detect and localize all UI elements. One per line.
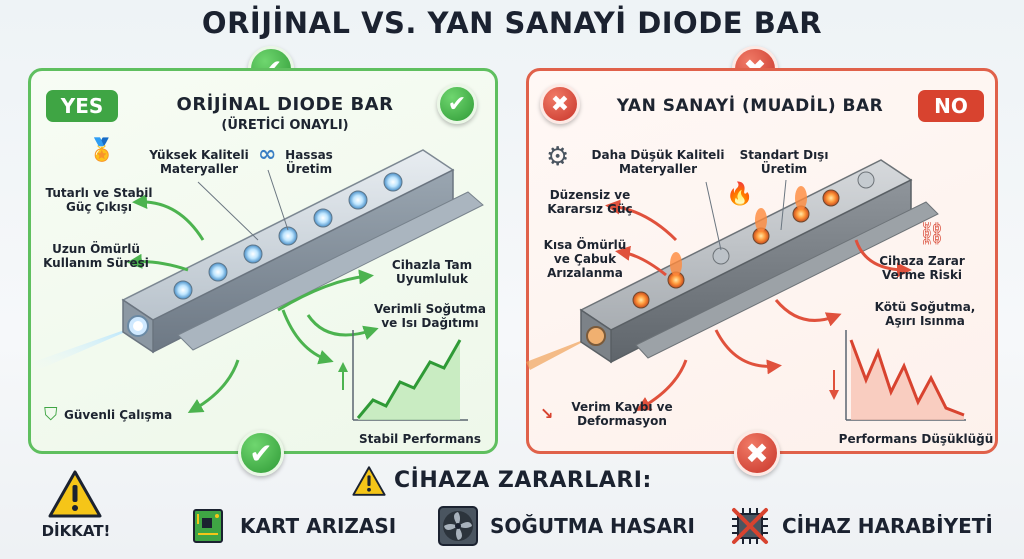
warning-triangle-icon <box>48 470 102 518</box>
label-stable-performance: Stabil Performans <box>359 432 481 446</box>
broken-gear-icon: ⚙ <box>546 142 570 172</box>
stable-performance-chart <box>338 330 468 421</box>
weak-beam <box>526 335 596 370</box>
diode-bar <box>121 149 484 354</box>
overheated-emitters <box>632 171 875 309</box>
benefit-arrows <box>127 194 379 413</box>
no-tag: NO <box>918 90 984 122</box>
cross-icon: ✖ <box>734 430 780 476</box>
checkmark-icon: ✔ <box>437 84 477 124</box>
warning-triangle-icon <box>352 466 386 496</box>
label-safe: Güvenli Çalışma <box>64 408 173 422</box>
infinity-icon: ∞ <box>258 142 277 167</box>
original-title: ORİJİNAL DIODE BAR <box>176 94 394 115</box>
label-short-life: Kısa Ömürlü ve Çabuk Arızalanma <box>543 238 627 280</box>
fire-icon: 🔥 <box>726 182 754 207</box>
fan-icon <box>438 506 478 546</box>
label-efficiency-loss: Verim Kaybı ve Deformasyon <box>571 400 673 428</box>
damage-item-cooling-damage: SOĞUTMA HASARI <box>490 514 695 538</box>
risk-arrows <box>605 199 912 411</box>
warning-label: DİKKAT! <box>41 522 111 540</box>
label-damage-risk: Cihaza Zarar Verme Riski <box>879 254 965 282</box>
label-irregular-power: Düzensiz ve Kararsız Güç <box>547 188 633 216</box>
broken-chain-icon: ⛓ <box>918 222 946 247</box>
label-consistent-power: Tutarlı ve Stabil Güç Çıkışı <box>45 186 153 214</box>
circuit-board-icon <box>193 509 223 543</box>
checkmark-icon: ✔ <box>238 430 284 476</box>
label-nonstandard: Standart Dışı Üretim <box>739 148 829 176</box>
damage-item-board-failure: KART ARIZASI <box>240 514 397 538</box>
cross-icon: ✖ <box>540 84 580 124</box>
original-subtitle: (ÜRETİCİ ONAYLI) <box>221 118 349 133</box>
broken-chip-icon <box>732 508 768 544</box>
label-bad-cooling: Kötü Soğutma, Aşırı Isınma <box>874 300 976 328</box>
original-diode-bar-diagram <box>33 149 484 421</box>
label-long-life: Uzun Ömürlü Kullanım Süresi <box>43 242 149 270</box>
aftermarket-title: YAN SANAYİ (MUADİL) BAR <box>616 96 884 116</box>
label-cooling: Verimli Soğutma ve Isı Dağıtımı <box>373 302 487 330</box>
medal-icon: 🏅 <box>88 138 116 163</box>
label-high-quality: Yüksek Kaliteli Materyaller <box>149 148 249 176</box>
heat-glows <box>670 186 807 276</box>
decline-icon: ↘ <box>540 404 554 423</box>
shield-icon: ⛉ <box>44 404 58 425</box>
damages-title: CİHAZA ZARARLARI: <box>394 468 652 493</box>
label-low-quality: Daha Düşük Kaliteli Materyaller <box>591 148 725 176</box>
label-compatible: Cihazla Tam Uyumluluk <box>391 258 473 286</box>
label-precise: Hassas Üretim <box>285 148 333 176</box>
yes-tag: YES <box>46 90 118 122</box>
aftermarket-diode-bar-diagram <box>526 159 966 421</box>
damage-item-device-destruction: CİHAZ HARABİYETİ <box>782 514 993 538</box>
label-performance-decline: Performans Düşüklüğü <box>838 432 994 446</box>
led-emitters <box>173 172 403 300</box>
main-title: ORİJİNAL VS. YAN SANAYİ DIODE BAR <box>201 6 823 40</box>
declining-performance-chart <box>829 330 966 421</box>
